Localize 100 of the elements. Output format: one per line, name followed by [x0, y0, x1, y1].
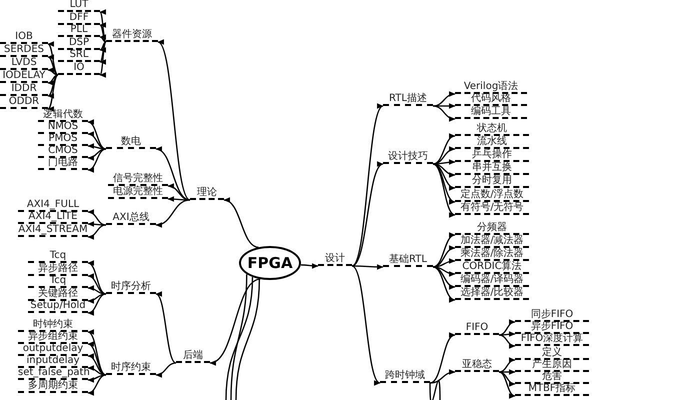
branch-topic: 产生原因 — [515, 360, 589, 372]
connector-arrow — [499, 369, 516, 375]
branch-topic: 异步组约束 — [18, 332, 88, 344]
connector-arrow — [352, 264, 384, 270]
connector-arrow — [155, 362, 176, 378]
connector-arrow — [87, 374, 106, 395]
branch-topic: 代码风格 — [455, 94, 527, 106]
branch-topic: Setup/Hold — [28, 301, 88, 313]
branch-topic: 流水线 — [455, 137, 529, 149]
branch-topic: IDDR — [0, 84, 48, 96]
connector-arrow — [432, 163, 456, 203]
connector-arrow — [87, 143, 106, 150]
connector-arrow — [167, 184, 190, 201]
connector-arrow — [99, 41, 106, 52]
connector-arrow — [432, 234, 456, 268]
branch-topic: IO — [58, 63, 100, 75]
branch-topic: FIFO深度计算 — [515, 334, 589, 346]
branch-topic: 时序分析 — [106, 282, 156, 294]
connector-arrow — [88, 331, 106, 376]
branch-topic: DFF — [58, 13, 100, 25]
connector-arrow — [87, 148, 106, 160]
branch-topic: 定点数/浮点数 — [455, 190, 529, 202]
connector-arrow — [99, 12, 107, 42]
branch-topic: 数电 — [106, 137, 156, 149]
connector-arrow — [100, 42, 107, 62]
connector-arrow — [432, 163, 456, 216]
connector-arrow — [87, 120, 106, 150]
branch-topic: AXI4_STREAM — [18, 225, 88, 237]
connector-arrow — [209, 278, 260, 364]
branch-topic: Verilog语法 — [455, 82, 527, 94]
branch-topic: PLL — [58, 25, 100, 37]
branch-topic: AXI总线 — [106, 213, 156, 225]
branch-topic: RTL描述 — [383, 94, 433, 106]
branch-topic: Tcq — [28, 251, 88, 263]
branch-topic: 后端 — [176, 351, 210, 363]
connector-arrow — [87, 293, 106, 304]
branch-topic: LVDS — [0, 58, 48, 70]
branch-topic: Tcq — [28, 276, 88, 288]
branch-topic: 编码工具 — [455, 107, 527, 119]
branch-topic: CORDIC算法 — [455, 262, 529, 274]
branch-topic: 定义 — [515, 348, 589, 360]
branch-topic: IOB — [0, 32, 48, 44]
branch-topic: MTBF指标 — [515, 384, 589, 396]
connector-arrow — [498, 320, 516, 336]
branch-topic: 状态机 — [455, 124, 529, 136]
branch-topic: 设计 — [318, 254, 352, 266]
branch-topic: 多周期约束 — [18, 381, 88, 393]
connector-arrow — [432, 266, 456, 302]
connector-arrow — [352, 106, 384, 266]
branch-topic: AXI4_FULL — [18, 200, 88, 212]
connector-arrow — [432, 266, 456, 289]
connector-arrow — [156, 293, 176, 364]
connector-arrow — [48, 74, 58, 97]
connector-arrow — [87, 374, 106, 382]
branch-topic: 跨时钟域 — [380, 371, 430, 383]
branch-topic: 设计技巧 — [383, 152, 433, 164]
branch-topic: FIFO — [455, 323, 499, 335]
connector-arrow — [432, 147, 456, 165]
branch-topic: 乒乓操作 — [455, 150, 529, 162]
connector-arrow — [352, 265, 380, 384]
connector-arrow — [433, 103, 456, 109]
connector-arrow — [432, 246, 456, 268]
connector-arrow — [300, 263, 319, 269]
branch-topic: 异步路径 — [28, 264, 88, 276]
connector-arrow — [499, 331, 516, 337]
branch-topic: 分时复用 — [455, 176, 529, 188]
connector-arrow — [87, 210, 106, 226]
connector-arrow — [432, 159, 456, 165]
branch-topic: 编码器/译码器 — [455, 275, 529, 287]
connector-arrow — [432, 134, 456, 165]
branch-topic: 乘法器/除法器 — [455, 249, 529, 261]
branch-topic: 电源完整性 — [108, 187, 168, 199]
connector-arrow — [352, 163, 384, 267]
connector-arrow — [498, 334, 516, 348]
branch-topic: 加法器/减法器 — [455, 236, 529, 248]
connector-arrow — [498, 371, 516, 386]
connector-arrow — [430, 334, 456, 384]
branch-topic: 信号完整性 — [108, 174, 168, 186]
connector-arrow — [87, 293, 106, 315]
branch-topic: 时序约束 — [106, 363, 156, 375]
connector-arrow — [48, 74, 58, 110]
branch-topic: PMOS — [38, 134, 88, 146]
connector-arrow — [432, 258, 456, 268]
connector-arrow — [430, 370, 456, 384]
branch-topic: 有符号/无符号 — [455, 203, 529, 215]
branch-topic: 门电路 — [38, 158, 88, 170]
connector-arrow — [100, 24, 107, 42]
branch-topic: IODELAY — [0, 71, 48, 83]
connector-arrow — [87, 224, 106, 240]
connector-arrow — [87, 148, 106, 172]
branch-topic: AXI4_LITE — [18, 212, 88, 224]
connector-arrow — [48, 43, 58, 76]
branch-topic: SRL — [58, 50, 100, 62]
branch-topic: 亚稳态 — [455, 360, 499, 372]
branch-topic: 同步FIFO — [515, 310, 589, 322]
connector-arrow — [87, 221, 106, 227]
connector-arrow — [87, 366, 106, 376]
connector-arrow — [87, 274, 106, 295]
branch-topic: CMOS — [38, 146, 88, 158]
branch-topic: 时钟约束 — [18, 320, 88, 332]
